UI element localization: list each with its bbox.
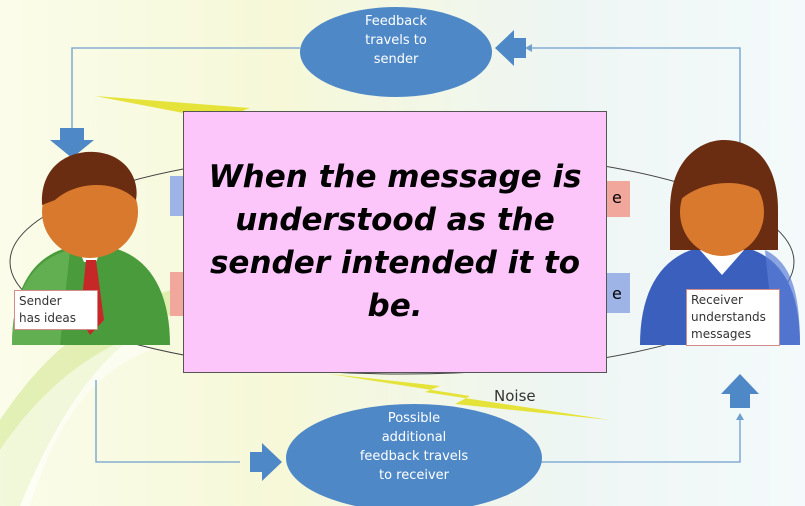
label-line: Receiver bbox=[691, 293, 743, 307]
oval-line: travels to bbox=[365, 33, 427, 48]
additional-feedback-oval bbox=[286, 404, 542, 506]
oval-line: sender bbox=[373, 52, 419, 67]
sender-label: Sender has ideas bbox=[14, 290, 98, 330]
message-box-peek-text: e bbox=[612, 188, 622, 207]
message-box-peek bbox=[606, 273, 630, 313]
arrow-tip-icon bbox=[736, 413, 744, 420]
label-line: understands bbox=[691, 310, 766, 324]
left-arrow-icon bbox=[495, 30, 526, 66]
oval-line: feedback travels bbox=[359, 449, 469, 464]
decorative-swoosh-highlight bbox=[0, 330, 150, 506]
callout-text: When the message is understood as the se… bbox=[184, 156, 606, 328]
message-box-peek bbox=[170, 272, 184, 316]
definition-callout: When the message is understood as the se… bbox=[183, 111, 607, 373]
feedback-line-bottom-right bbox=[490, 420, 741, 463]
feedback-oval bbox=[300, 7, 492, 97]
feedback-oval-text: Feedback travels to sender bbox=[336, 12, 456, 69]
callout-line: When the message is bbox=[208, 159, 582, 195]
label-line: has ideas bbox=[19, 311, 76, 325]
additional-feedback-oval-text: Possible additional feedback travels to … bbox=[334, 409, 494, 485]
oval-line: additional bbox=[381, 430, 447, 445]
oval-line: Possible bbox=[387, 411, 441, 426]
message-box-peek bbox=[170, 176, 184, 216]
callout-line: sender intended it to be. bbox=[209, 245, 580, 324]
message-box-peek bbox=[606, 181, 630, 217]
feedback-line-top-right bbox=[532, 47, 741, 165]
right-arrow-icon bbox=[250, 443, 282, 481]
label-line: messages bbox=[691, 327, 752, 341]
receiver-label: Receiver understands messages bbox=[686, 289, 780, 346]
message-box-peek-text: e bbox=[612, 284, 622, 303]
feedback-line-top-left bbox=[71, 47, 300, 128]
feedback-line-bottom-left bbox=[95, 380, 240, 463]
oval-line: to receiver bbox=[378, 468, 450, 483]
oval-line: Feedback bbox=[365, 14, 427, 29]
arrow-tip-icon bbox=[525, 44, 532, 52]
down-arrow-icon bbox=[50, 128, 94, 158]
up-arrow-icon bbox=[721, 374, 759, 408]
callout-line: understood as the bbox=[235, 202, 555, 238]
noise-label: Noise bbox=[494, 387, 536, 405]
label-line: Sender bbox=[19, 294, 62, 308]
